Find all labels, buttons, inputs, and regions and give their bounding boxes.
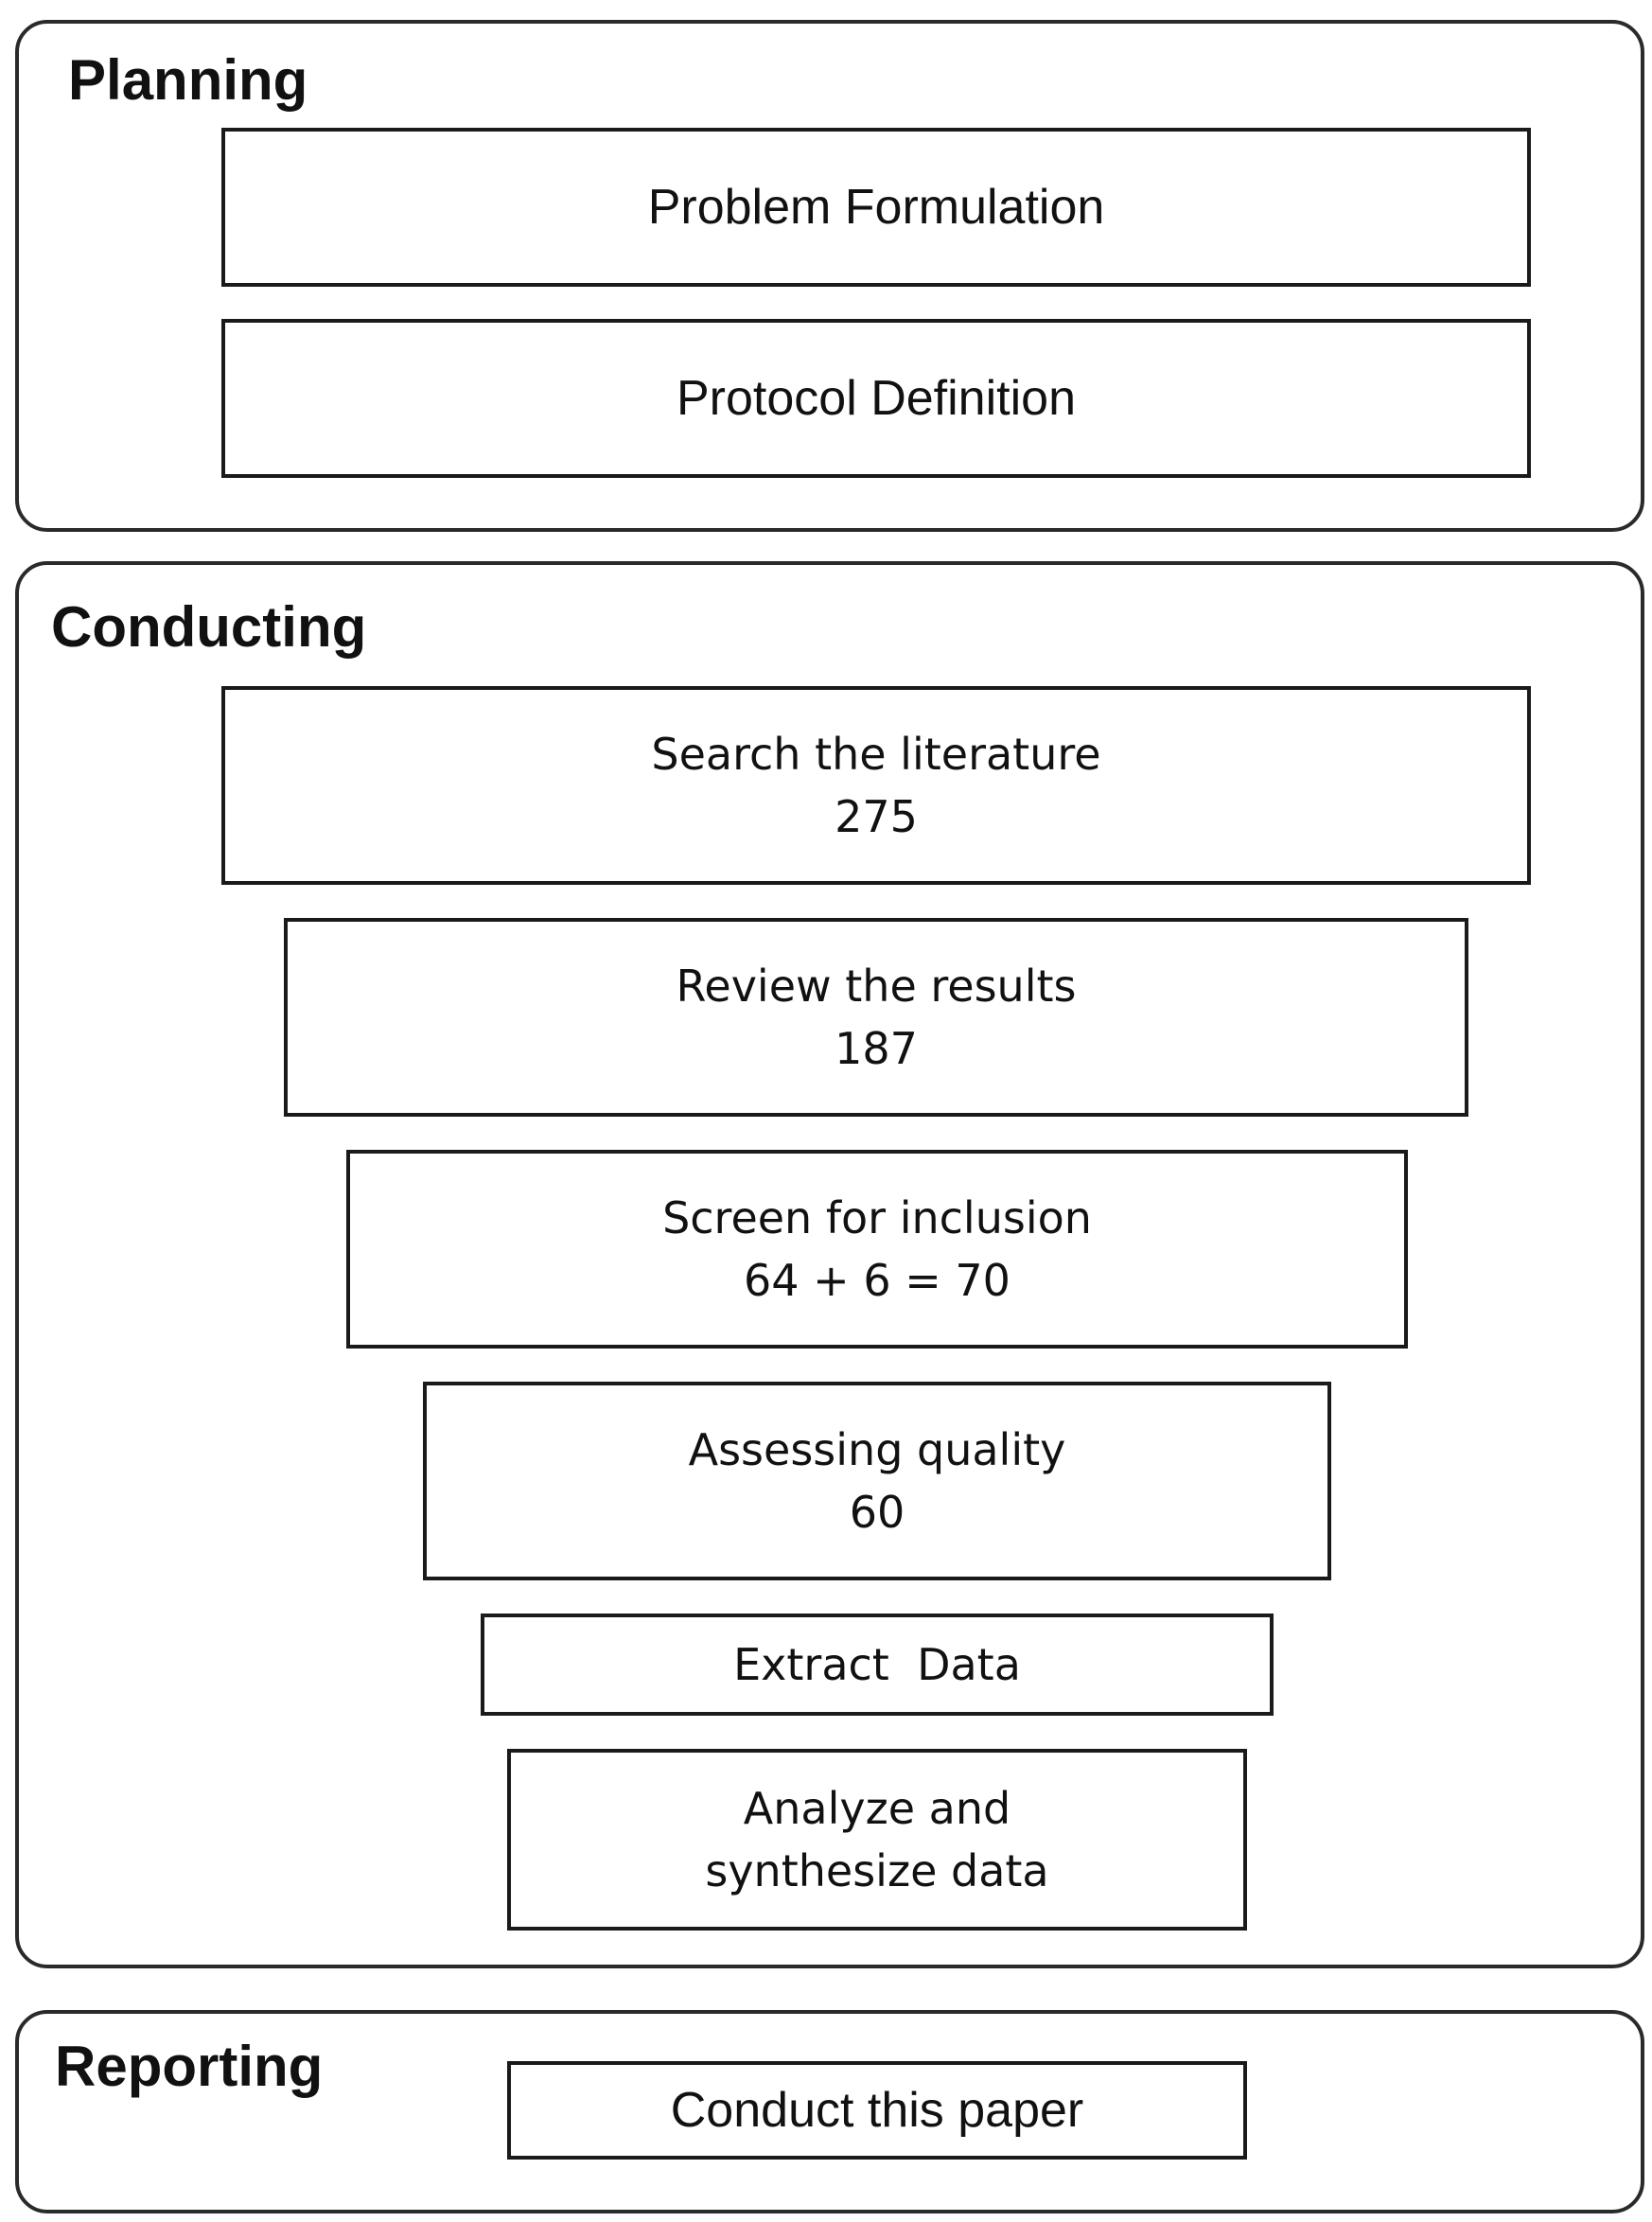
- step-assessing-quality: Assessing quality 60: [423, 1382, 1331, 1580]
- step-label-2: synthesize data: [705, 1845, 1049, 1896]
- step-search-literature: Search the literature 275: [221, 686, 1531, 885]
- step-label: Search the literature: [651, 729, 1101, 780]
- conducting-title: Conducting: [51, 595, 367, 659]
- step-extract-data: Extract Data: [481, 1614, 1274, 1716]
- step-label: Assessing quality: [688, 1424, 1066, 1475]
- step-count: 275: [835, 791, 918, 842]
- reporting-title: Reporting: [55, 2035, 324, 2098]
- step-label: Analyze and: [743, 1783, 1011, 1834]
- step-count: 64 + 6 = 70: [744, 1255, 1011, 1306]
- step-count: 60: [849, 1487, 905, 1538]
- planning-title: Planning: [68, 48, 308, 112]
- step-label: Protocol Definition: [677, 371, 1076, 426]
- step-label: Screen for inclusion: [662, 1192, 1092, 1243]
- step-count: 187: [835, 1023, 918, 1074]
- step-label: Problem Formulation: [647, 180, 1105, 235]
- step-label: Conduct this paper: [670, 2083, 1084, 2138]
- step-problem-formulation: Problem Formulation: [221, 128, 1531, 287]
- step-label: Review the results: [676, 961, 1077, 1012]
- step-review-results: Review the results 187: [284, 918, 1468, 1117]
- step-analyze-synthesize: Analyze and synthesize data: [507, 1749, 1247, 1931]
- step-label: Extract Data: [733, 1639, 1021, 1690]
- step-protocol-definition: Protocol Definition: [221, 319, 1531, 478]
- step-conduct-paper: Conduct this paper: [507, 2061, 1247, 2160]
- step-screen-inclusion: Screen for inclusion 64 + 6 = 70: [346, 1150, 1408, 1349]
